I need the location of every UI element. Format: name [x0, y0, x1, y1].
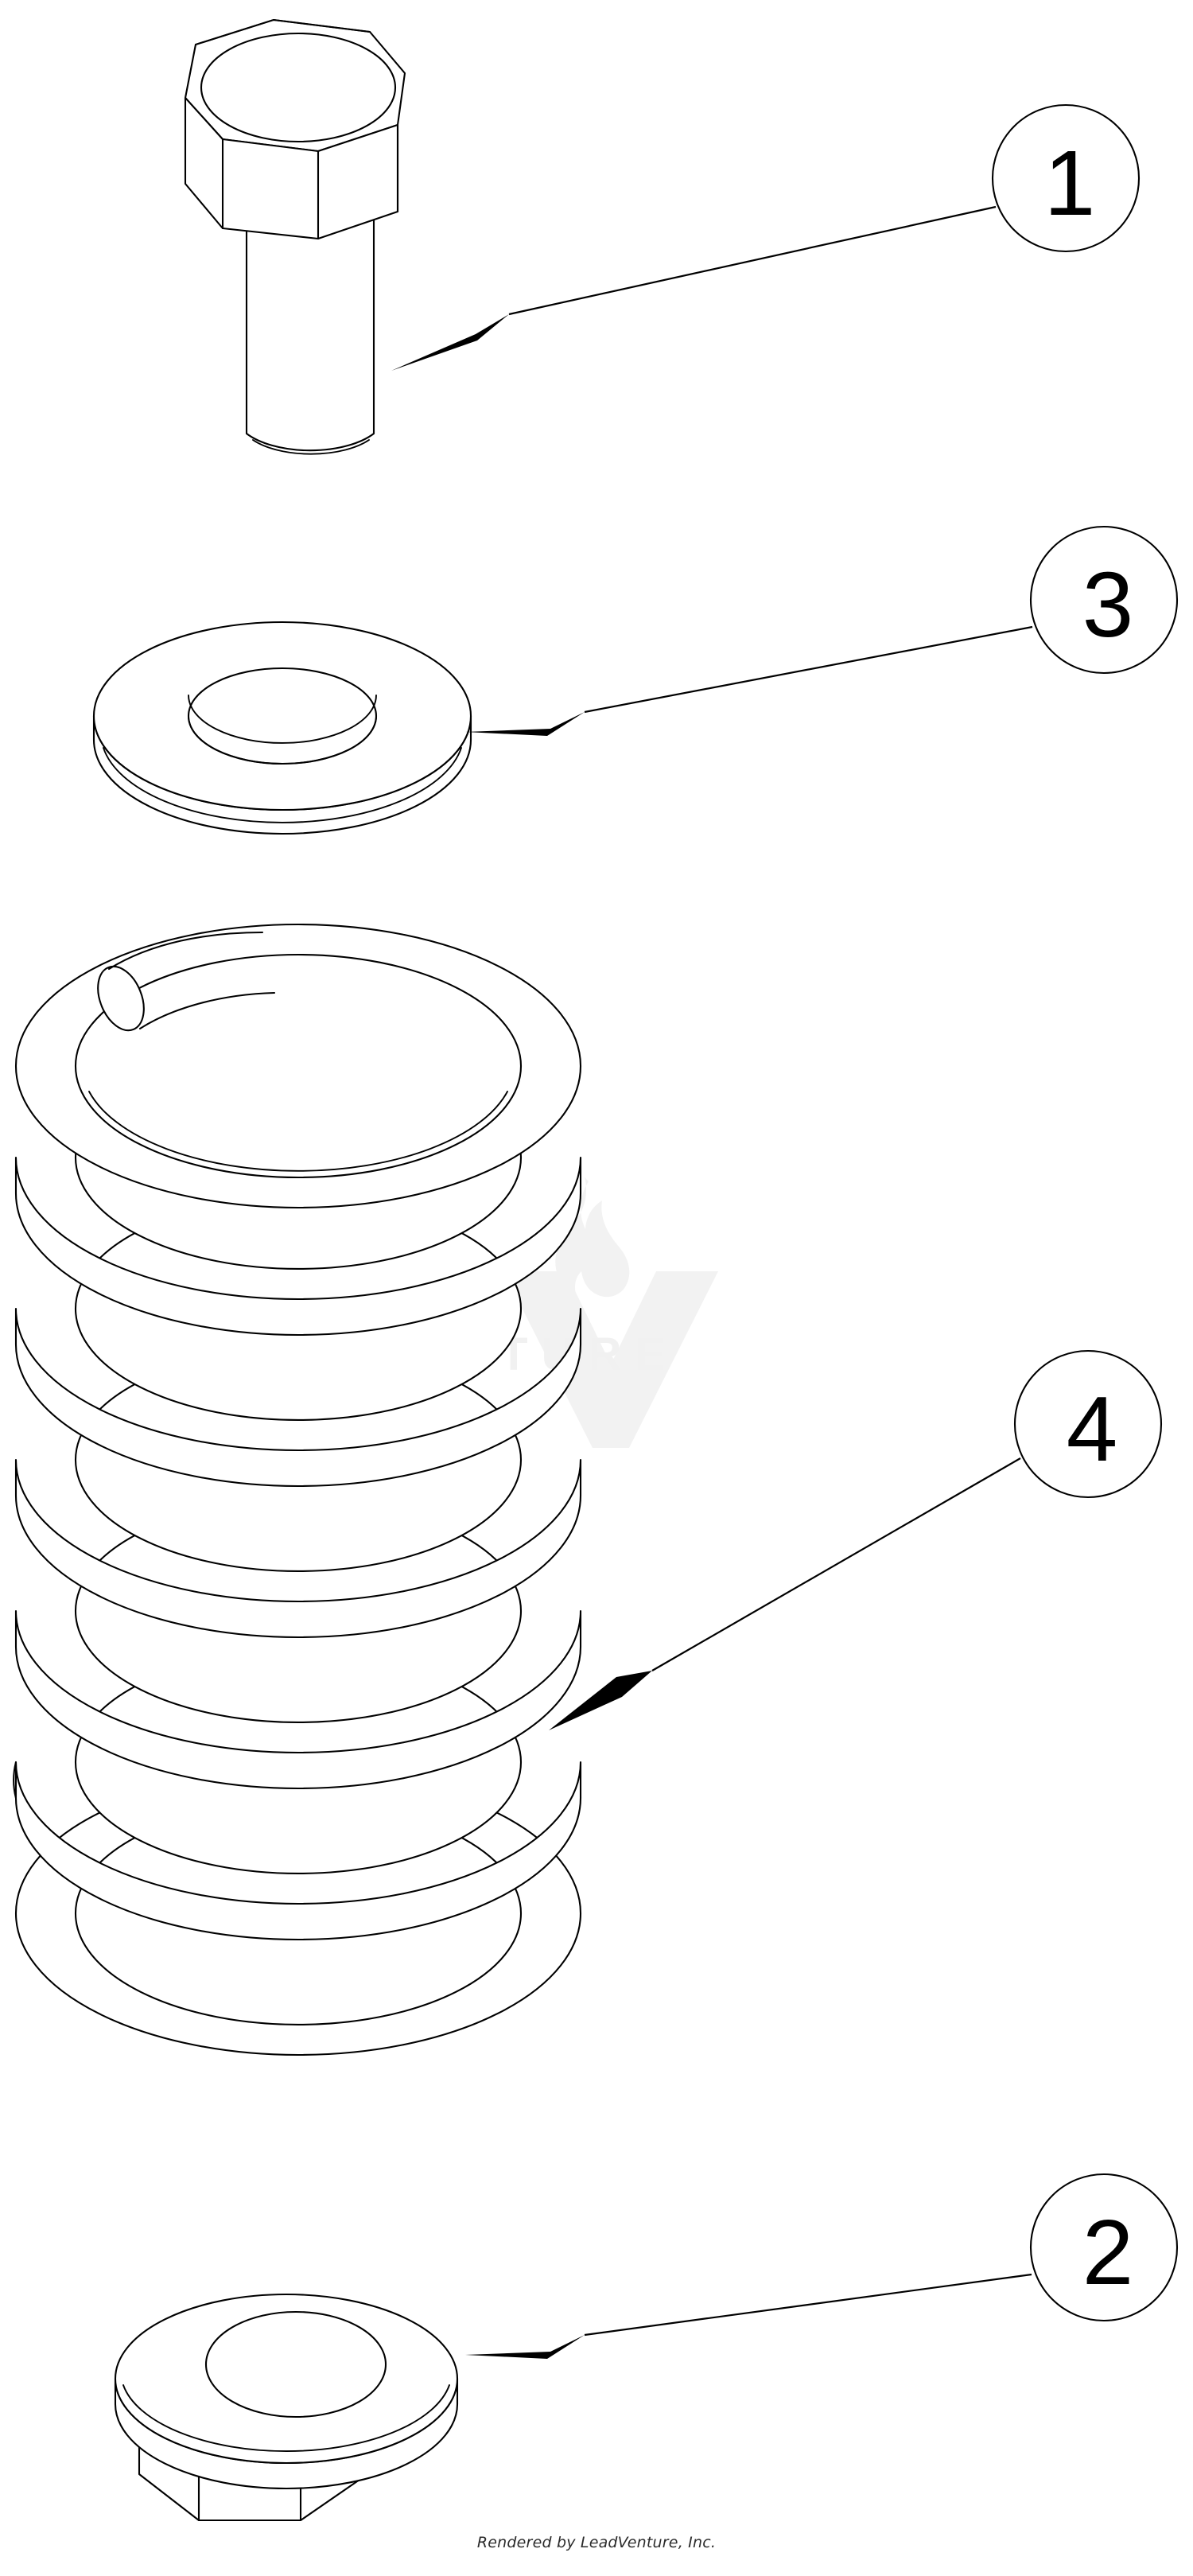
callout-2-arrow-head	[465, 2335, 585, 2359]
part-hex-head-bolt	[184, 18, 406, 455]
callout-1-leader-line	[508, 205, 997, 316]
callout-3-leader-line	[584, 625, 1033, 714]
callout-4-circle[interactable]	[1013, 1349, 1163, 1499]
callout-2-circle[interactable]	[1029, 2173, 1179, 2322]
callout-2[interactable]: 2	[465, 2173, 1179, 2359]
footer-attribution: Rendered by LeadVenture, Inc.	[476, 2534, 717, 2551]
callout-1-circle[interactable]	[991, 103, 1141, 253]
leadventure-flame-v-logo	[503, 1176, 718, 1448]
part-flat-washer	[92, 621, 472, 835]
callout-4-leader-line	[651, 1457, 1021, 1671]
spring-coil-1	[14, 923, 582, 1209]
callout-3[interactable]: 3	[465, 525, 1179, 736]
callout-1[interactable]: 1	[391, 103, 1141, 371]
callout-1-number: 1	[1044, 131, 1096, 235]
callout-4-arrow-head	[549, 1671, 652, 1730]
callout-3-circle[interactable]	[1029, 525, 1179, 675]
callout-4-number: 4	[1067, 1377, 1118, 1481]
callout-2-leader-line	[584, 2273, 1032, 2337]
callout-3-number: 3	[1082, 553, 1134, 656]
callout-2-number: 2	[1082, 2200, 1134, 2304]
callout-3-arrow-head	[465, 712, 585, 736]
part-flange-nut	[114, 2293, 459, 2522]
callout-4[interactable]: 4	[549, 1349, 1163, 1730]
part-compression-spring	[13, 923, 582, 2057]
callout-1-arrow-head	[391, 314, 509, 371]
